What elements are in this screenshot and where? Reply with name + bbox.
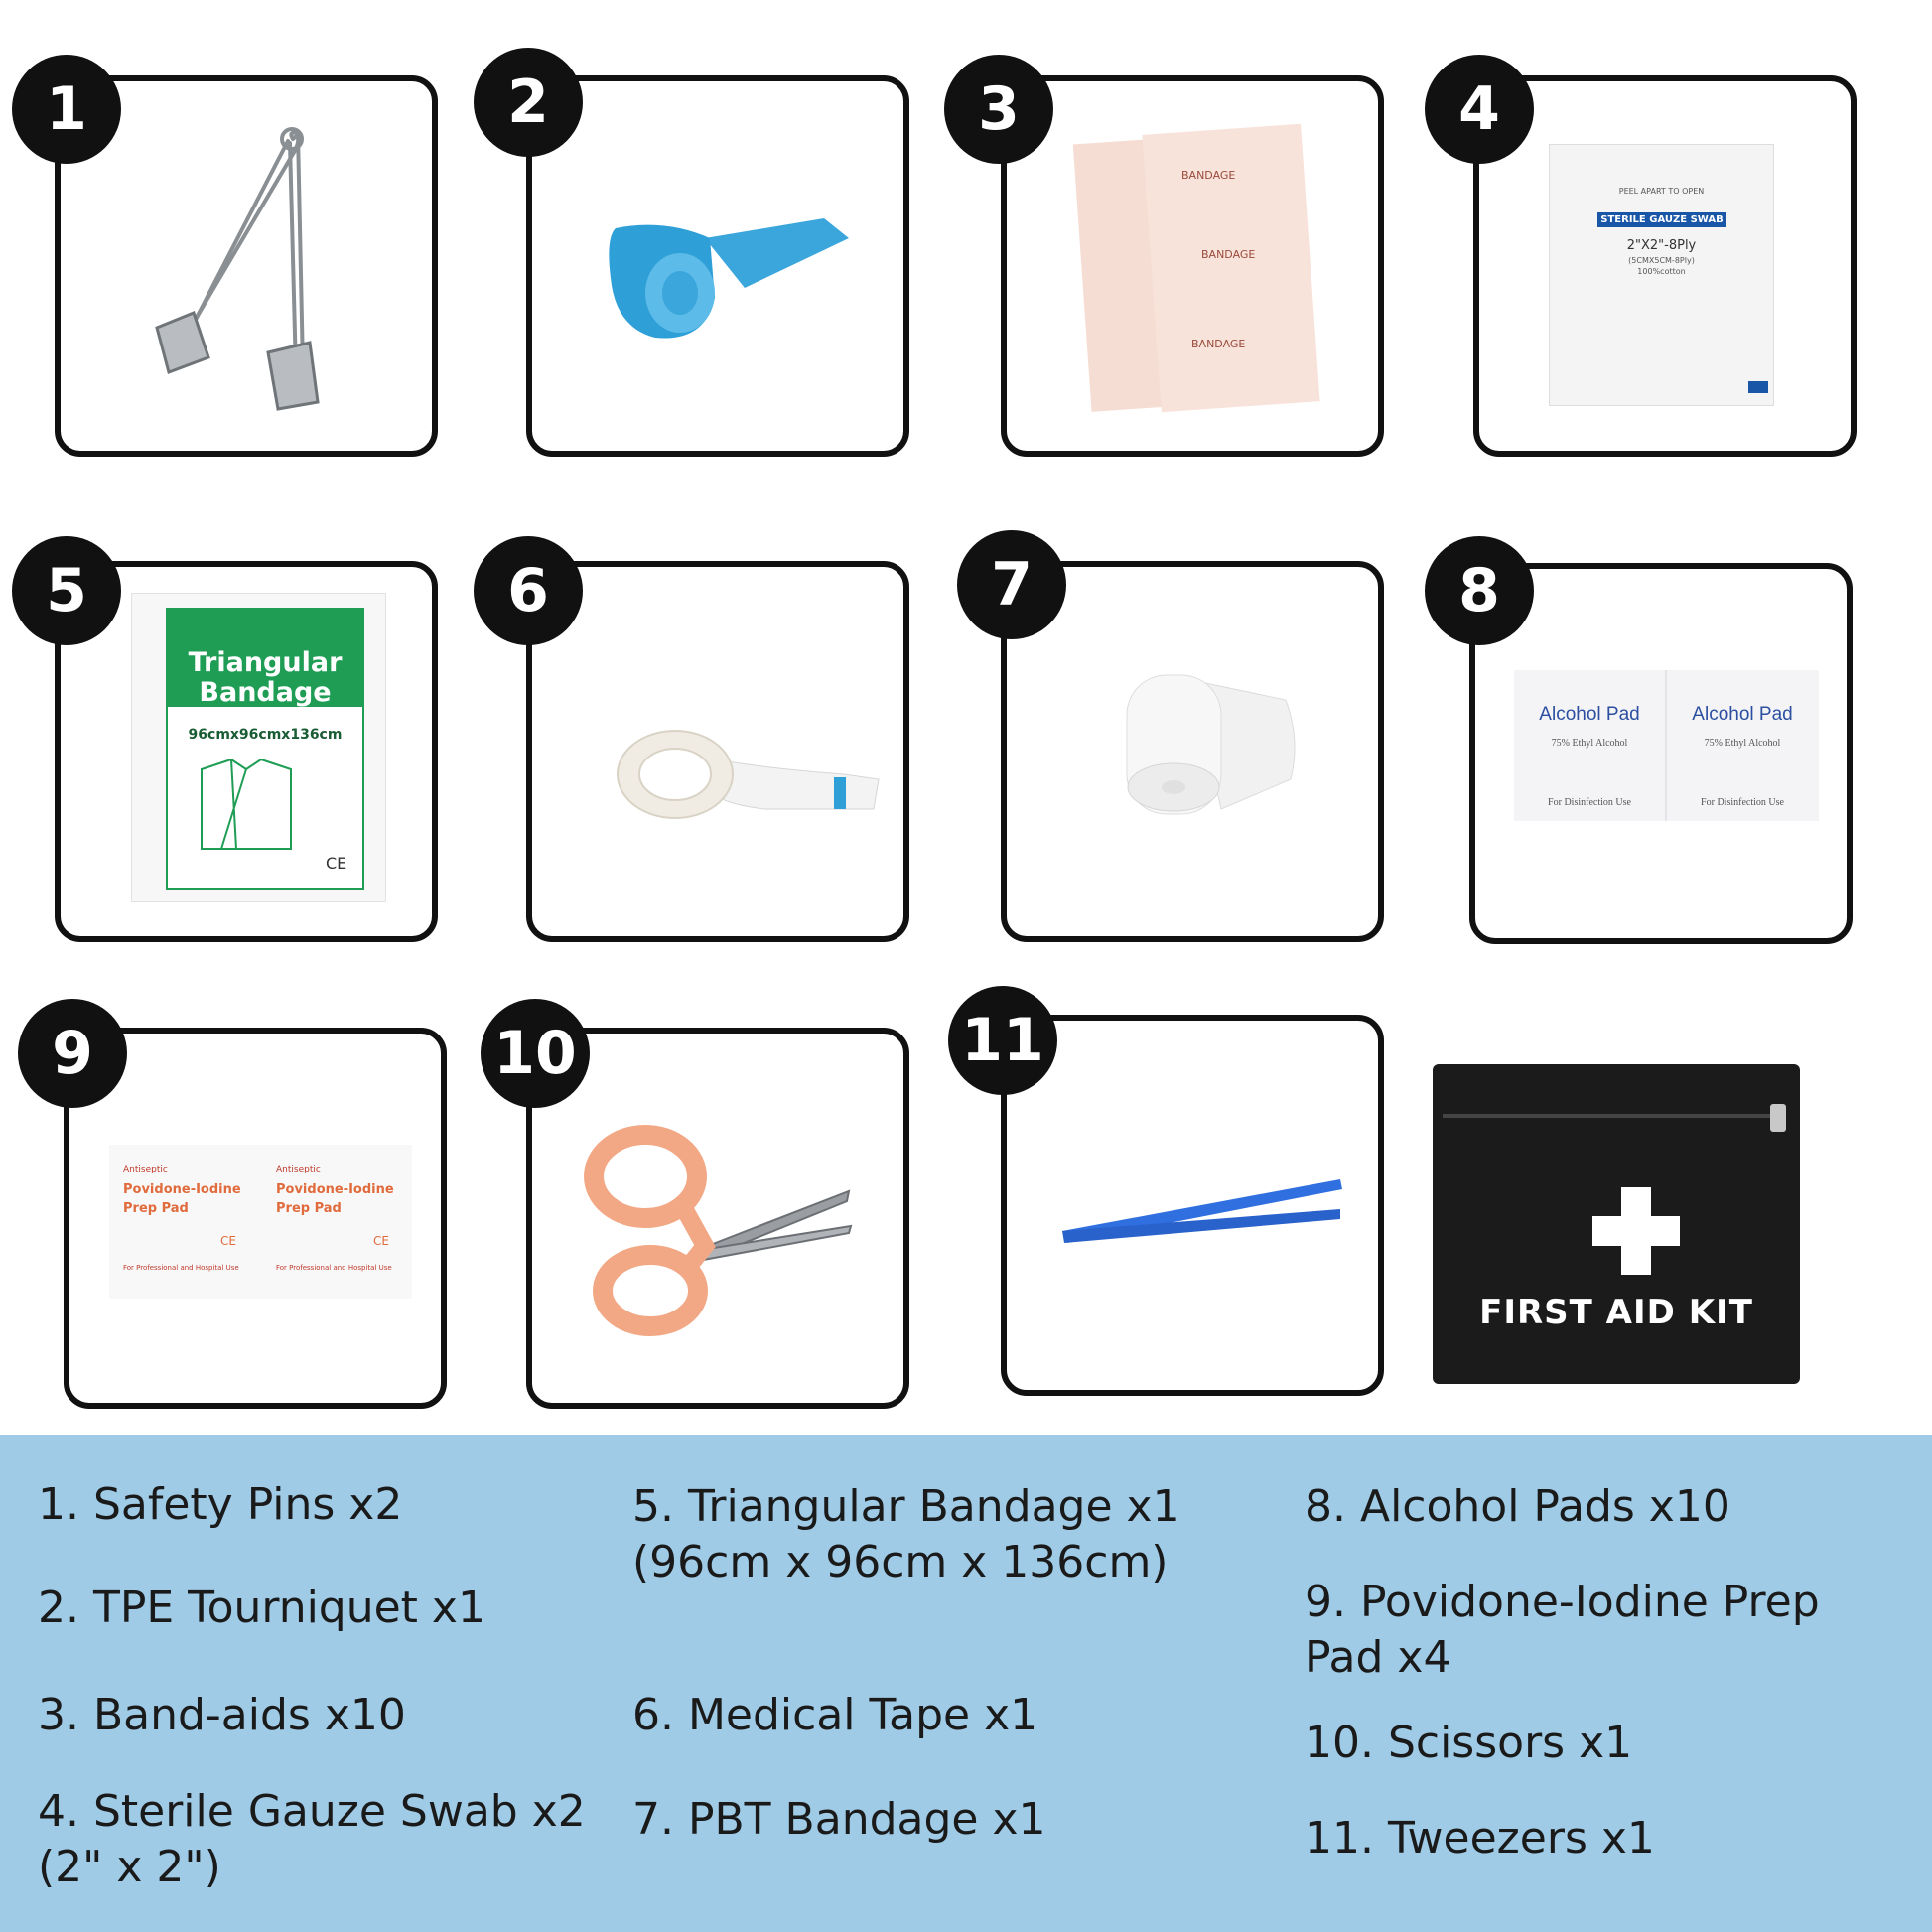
iodine-pad-title-1: Povidone-Iodine xyxy=(123,1182,241,1197)
kit-label: FIRST AID KIT xyxy=(1479,1293,1753,1332)
alcohol-pad-title: Alcohol Pad xyxy=(1692,704,1793,725)
iodine-pad-title-2: Prep Pad xyxy=(276,1201,342,1216)
iodine-pad-title-1: Povidone-Iodine xyxy=(276,1182,394,1197)
triangular-title-line-2: Bandage xyxy=(199,677,332,708)
number-badge-10: 10 xyxy=(481,999,590,1108)
band-aid-label: BANDAGE xyxy=(1201,248,1256,261)
alcohol-pad-title: Alcohol Pad xyxy=(1539,704,1640,725)
iodine-pad-top: Antiseptic xyxy=(276,1165,321,1174)
alcohol-pad-sub: 75% Ethyl Alcohol xyxy=(1704,738,1781,749)
safety-pins-illustration xyxy=(155,127,320,411)
legend-item-6: 6. Medical Tape x1 xyxy=(632,1690,1038,1740)
gauze-cotton: 100%cotton xyxy=(1637,267,1686,276)
pbt-bandage-illustration xyxy=(1126,674,1296,815)
item-cell-11 xyxy=(1001,1015,1384,1396)
number-badge-3: 3 xyxy=(944,55,1053,164)
legend-item-2: 2. TPE Tourniquet x1 xyxy=(38,1583,485,1633)
alcohol-pads-illustration: Alcohol Pad 75% Ethyl Alcohol For Disinf… xyxy=(1514,670,1819,821)
band-aid-label: BANDAGE xyxy=(1181,169,1236,182)
alcohol-pad-use: For Disinfection Use xyxy=(1701,797,1784,808)
number-badge-1: 1 xyxy=(12,55,121,164)
scissors-illustration xyxy=(584,1125,853,1336)
gauze-size-metric: (5CMX5CM-8Ply) xyxy=(1628,256,1695,265)
alcohol-pad-sub: 75% Ethyl Alcohol xyxy=(1551,738,1628,749)
iodine-pads-illustration: Antiseptic Povidone-Iodine Prep Pad CE F… xyxy=(109,1145,412,1299)
legend-item-3: 3. Band-aids x10 xyxy=(38,1690,406,1740)
number-badge-11: 11 xyxy=(948,986,1057,1095)
legend-item-4: 4. Sterile Gauze Swab x2 (2" x 2") xyxy=(38,1786,586,1892)
legend-item-5: 5. Triangular Bandage x1 (96cm x 96cm x … xyxy=(632,1481,1180,1587)
number-badge-2: 2 xyxy=(474,48,583,157)
legend-item-7: 7. PBT Bandage x1 xyxy=(632,1794,1046,1845)
tourniquet-illustration xyxy=(609,218,849,339)
number-badge-7: 7 xyxy=(957,530,1066,639)
band-aids-illustration: BANDAGE BANDAGE BANDAGE xyxy=(1072,123,1320,413)
alcohol-pad-use: For Disinfection Use xyxy=(1548,797,1631,808)
ce-mark: CE xyxy=(326,854,347,873)
iodine-pad-ce: CE xyxy=(220,1234,236,1248)
item-cell-1 xyxy=(55,75,438,457)
item-cell-10 xyxy=(526,1028,909,1409)
triangular-title-line-1: Triangular xyxy=(188,647,343,678)
iodine-pad-top: Antiseptic xyxy=(123,1165,168,1174)
peel-label: PEEL APART TO OPEN xyxy=(1618,187,1705,196)
legend-item-11: 11. Tweezers x1 xyxy=(1305,1813,1655,1863)
contents-legend xyxy=(0,1435,1932,1932)
number-badge-8: 8 xyxy=(1425,536,1534,645)
first-aid-kit-pouch: FIRST AID KIT xyxy=(1433,1064,1800,1384)
medical-tape-illustration xyxy=(617,730,880,819)
legend-item-9: 9. Povidone-Iodine Prep Pad x4 xyxy=(1305,1577,1820,1683)
iodine-pad-title-2: Prep Pad xyxy=(123,1201,189,1216)
legend-item-10: 10. Scissors x1 xyxy=(1305,1718,1633,1768)
triangular-bandage-illustration: Triangular Bandage 96cmx96cmx136cm CE xyxy=(131,593,386,902)
triangular-size: 96cmx96cmx136cm xyxy=(188,727,343,743)
number-badge-9: 9 xyxy=(18,999,127,1108)
item-cell-2 xyxy=(526,75,909,457)
band-aid-label: BANDAGE xyxy=(1191,338,1246,350)
iodine-pad-ce: CE xyxy=(373,1234,389,1248)
number-badge-5: 5 xyxy=(12,536,121,645)
iodine-pad-use: For Professional and Hospital Use xyxy=(123,1264,239,1272)
legend-item-8: 8. Alcohol Pads x10 xyxy=(1305,1481,1730,1532)
legend-item-1: 1. Safety Pins x2 xyxy=(38,1479,403,1530)
number-badge-4: 4 xyxy=(1425,55,1534,164)
gauze-swab-illustration: PEEL APART TO OPEN STERILE GAUZE SWAB 2"… xyxy=(1549,144,1774,406)
gauze-size: 2"X2"-8Ply xyxy=(1626,238,1697,253)
number-badge-6: 6 xyxy=(474,536,583,645)
iodine-pad-use: For Professional and Hospital Use xyxy=(276,1264,392,1272)
tweezers-illustration xyxy=(1062,1179,1342,1243)
gauze-title: STERILE GAUZE SWAB xyxy=(1597,212,1726,227)
